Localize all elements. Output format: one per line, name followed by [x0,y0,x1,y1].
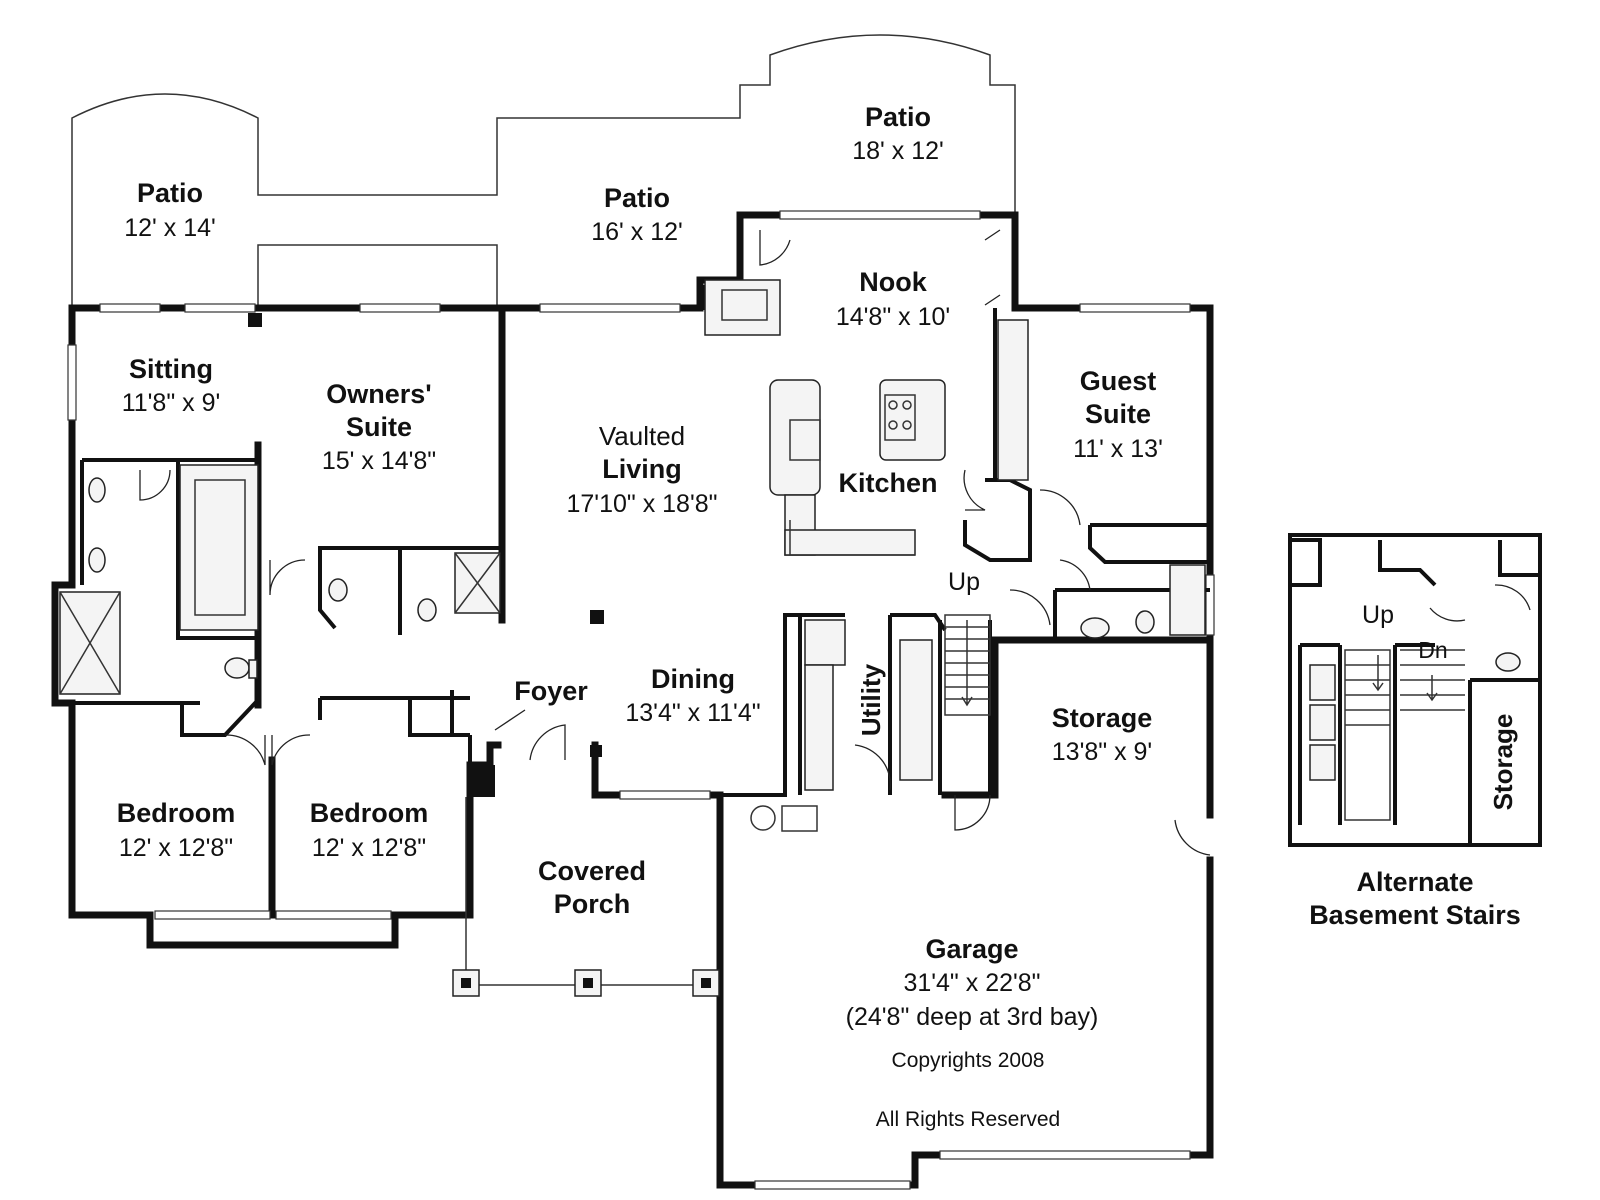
inset-down-label: Dn [1418,637,1447,663]
owners-suite-name-1: Owners' [326,379,431,409]
patio-center-name: Patio [604,183,670,213]
stairs-up-label: Up [948,568,980,596]
main-stairs [944,614,991,716]
owners-suite-name-2: Suite [346,412,412,442]
inset-alternate-stairs [1288,533,1542,847]
garage-note: (24'8" deep at 3rd bay) [846,1003,1099,1031]
storage-size: 13'8" x 9' [1052,738,1152,766]
guest-suite-name-1: Guest [1080,366,1157,396]
room-labels: Patio 12' x 14' Patio 16' x 12' Patio 18… [117,102,1521,1131]
porch-name-1: Covered [538,856,646,886]
nook-size: 14'8" x 10' [836,303,950,331]
patio-right-name: Patio [865,102,931,132]
inset-up-label: Up [1362,601,1394,629]
patio-right-size: 18' x 12' [852,137,944,165]
bedroom-1-name: Bedroom [117,798,236,828]
bedroom-1-size: 12' x 12'8" [119,834,233,862]
sitting-size: 11'8" x 9' [122,389,221,417]
garage-size: 31'4" x 22'8" [903,969,1040,997]
foyer-name: Foyer [514,676,588,706]
copyright-line-2: All Rights Reserved [876,1108,1060,1131]
patio-left-name: Patio [137,178,203,208]
inset-storage-label: Storage [1488,714,1518,811]
copyright-line-1: Copyrights 2008 [892,1049,1045,1072]
living-size: 17'10" x 18'8" [566,490,717,518]
sitting-name: Sitting [129,354,213,384]
windows [67,210,1215,1190]
bedroom-2-name: Bedroom [310,798,429,828]
storage-name: Storage [1052,703,1153,733]
dining-name: Dining [651,664,735,694]
nook-name: Nook [859,267,927,297]
kitchen-name: Kitchen [838,468,937,498]
guest-suite-size: 11' x 13' [1073,435,1163,463]
fixtures [59,279,1206,832]
guest-suite-name-2: Suite [1085,399,1151,429]
garage-name: Garage [925,934,1018,964]
patio-outlines [71,34,1016,308]
bedroom-2-size: 12' x 12'8" [312,834,426,862]
patio-left-size: 12' x 14' [124,214,216,242]
porch [452,797,720,997]
living-name: Living [602,454,682,484]
owners-suite-size: 15' x 14'8" [322,447,436,475]
patio-center-size: 16' x 12' [591,218,683,246]
living-prefix: Vaulted [599,421,685,451]
porch-name-2: Porch [554,889,631,919]
inset-title-2: Basement Stairs [1309,900,1521,930]
inset-title-1: Alternate [1356,867,1473,897]
dining-size: 13'4" x 11'4" [625,699,760,727]
utility-name: Utility [856,663,886,736]
doors [139,229,1211,856]
